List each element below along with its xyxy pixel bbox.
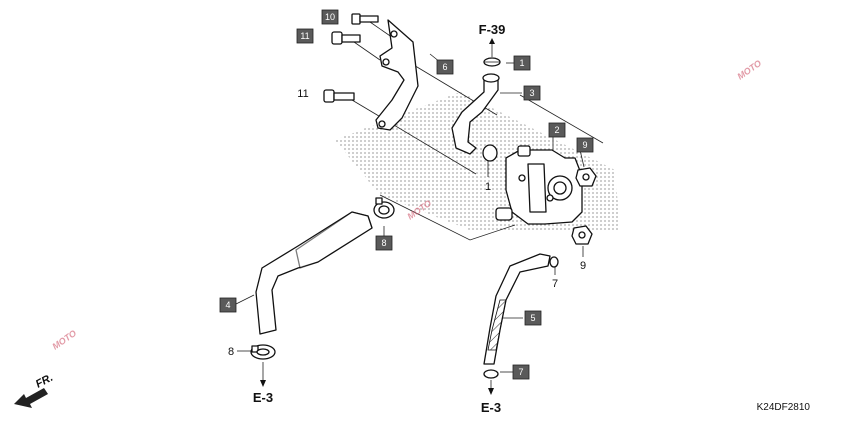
callout-number: 1 [485, 181, 491, 193]
arrow-e3-left [260, 362, 266, 387]
callout-box [436, 59, 454, 75]
callout-9-boxed: 9 [576, 137, 594, 153]
callout-box [524, 310, 542, 326]
callout-1-boxed: 1 [513, 55, 531, 71]
callout-number: 10 [325, 12, 335, 22]
callout-box [512, 364, 530, 380]
hose-5-hatch [487, 299, 507, 351]
callout-box [321, 9, 339, 25]
callout-box [219, 297, 237, 313]
hose-3-top-end [482, 73, 500, 83]
front-direction-arrow [14, 388, 48, 408]
hose-4-fill [295, 211, 373, 269]
callout-8-boxed: 8 [375, 235, 393, 251]
callout-7-plain: 7 [552, 278, 558, 290]
callout-box [296, 28, 314, 44]
callout-6-boxed: 6 [436, 59, 454, 75]
bracket-6 [375, 19, 419, 131]
bolt-11-lower [323, 89, 355, 103]
arrow-e3-right [488, 380, 494, 395]
watermark-bottom-left: MOTO [50, 328, 78, 352]
nut-9-upper [575, 167, 597, 187]
callout-number: 3 [529, 88, 534, 98]
callout-box [576, 137, 594, 153]
clamp-8-upper [373, 197, 395, 219]
clamp-8-lower [250, 344, 276, 360]
callout-number: 1 [519, 58, 524, 68]
bracket-hole-middle [382, 58, 390, 66]
callout-number: 5 [530, 313, 535, 323]
ref-e3-left: E-3 [253, 390, 273, 405]
callout-number: 9 [580, 260, 586, 272]
callout-1-plain: 1 [485, 181, 491, 193]
bolt-10 [351, 13, 379, 25]
fuel-pump-2 [495, 145, 583, 225]
ref-f39: F-39 [479, 22, 506, 37]
callouts: 10 11 11 6 1 3 2 9 1 8 9 7 4 5 8 7 [219, 9, 594, 380]
callout-number: 8 [381, 238, 386, 248]
callout-box [523, 85, 541, 101]
ref-e3-right: E-3 [481, 400, 501, 415]
watermark-top-right: MOTO [735, 58, 763, 82]
callout-number: 11 [300, 31, 309, 41]
front-direction-label: FR. [34, 372, 55, 391]
callout-11-plain: 11 [297, 88, 308, 100]
arrow-f39 [489, 38, 495, 44]
callout-box [375, 235, 393, 251]
callout-4-boxed: 4 [219, 297, 237, 313]
callout-number: 11 [297, 88, 308, 100]
clip-7-lower [483, 369, 499, 379]
callout-box [513, 55, 531, 71]
callout-number: 4 [225, 300, 230, 310]
panel-outline [379, 194, 516, 241]
callout-7-boxed: 7 [512, 364, 530, 380]
callout-10-boxed: 10 [321, 9, 339, 25]
diagram-code: K24DF2810 [757, 402, 811, 413]
clip-7-upper [549, 256, 559, 268]
clip-1-top [483, 57, 501, 67]
callout-5-boxed: 5 [524, 310, 542, 326]
callout-number: 9 [582, 140, 587, 150]
o-ring-1 [482, 144, 498, 162]
callout-number: 7 [518, 367, 523, 377]
callout-11-boxed: 11 [296, 28, 314, 44]
callout-number: 8 [228, 346, 234, 358]
bracket-hole-lower [378, 120, 386, 128]
callout-2-boxed: 2 [548, 122, 566, 138]
callout-box [548, 122, 566, 138]
nut-9-lower [571, 225, 593, 245]
bolt-11-upper [331, 31, 361, 45]
callout-number: 6 [442, 62, 447, 72]
callout-3-boxed: 3 [523, 85, 541, 101]
callout-number: 7 [552, 278, 558, 290]
bracket-hole-upper [390, 30, 398, 38]
hose-3 [451, 77, 499, 155]
callout-number: 2 [554, 125, 559, 135]
callout-9-plain: 9 [580, 260, 586, 272]
callout-8-plain: 8 [228, 346, 234, 358]
